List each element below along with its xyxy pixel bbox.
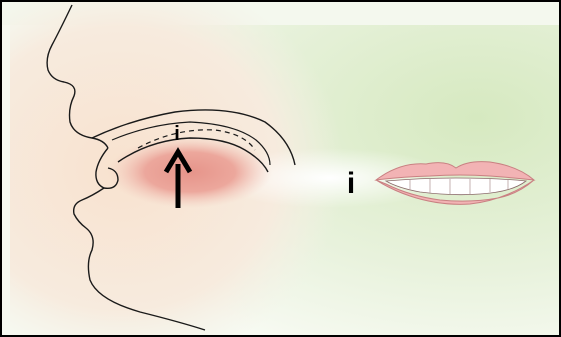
- mouth-vowel-label: i: [347, 167, 355, 200]
- tongue-vowel-label: i: [174, 123, 180, 145]
